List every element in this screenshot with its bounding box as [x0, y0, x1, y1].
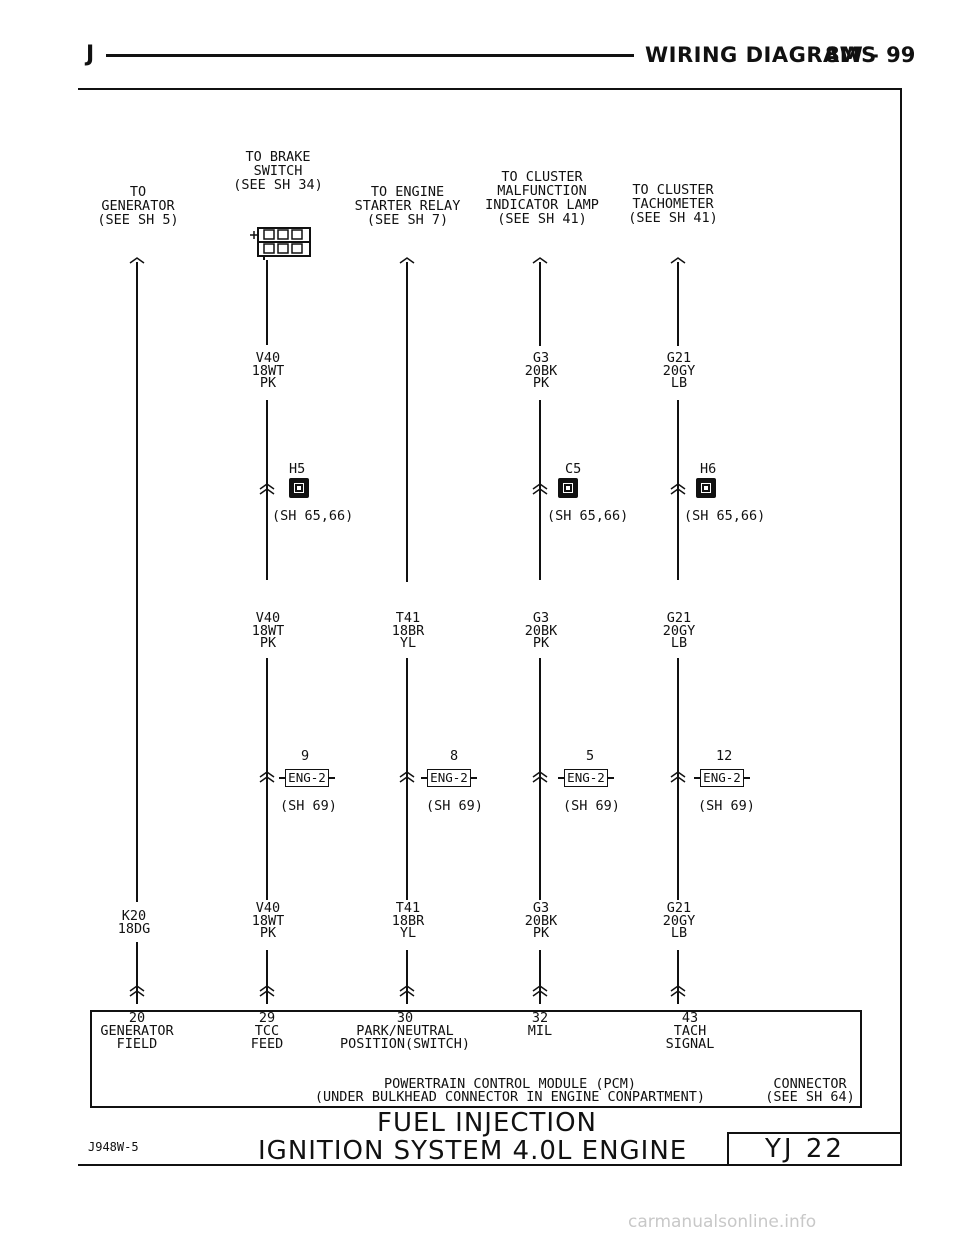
eng-connector-12-stub-right: [744, 777, 750, 779]
wire-v40-seg3: [266, 658, 268, 900]
eng-connector-9-box: ENG-2: [285, 769, 329, 787]
eng-connector-9-stub-left: [279, 777, 285, 779]
wire-v40-seg2: [266, 400, 268, 580]
splice-h5-ref: (SH 65,66): [272, 508, 354, 524]
eng-connector-12-stub-left: [694, 777, 700, 779]
eng-connector-5-chevron: [532, 771, 548, 783]
eng-connector-pin-8: 8: [450, 748, 459, 764]
pcm-pin-20-chevron: [129, 985, 145, 997]
pcm-connector-ref: CONNECTOR(SEE SH 64): [765, 1076, 855, 1105]
footer-title-line1: FUEL INJECTION: [377, 1108, 597, 1138]
eng-connector-8-stub-right: [471, 777, 477, 779]
wire-t41-seg3: [406, 950, 408, 1004]
splice-h6-id: H6: [700, 461, 717, 477]
wire-v40-seg4: [266, 950, 268, 1004]
eng-connector-5-stub-right: [608, 777, 614, 779]
wire-k20-lower: [136, 942, 138, 1004]
wire-g21-seg1: [677, 262, 679, 346]
splice-h5-id: H5: [289, 461, 306, 477]
wire-g3-seg4: [539, 950, 541, 1004]
wire-g21-seg3: [677, 658, 679, 900]
splice-c5-icon: [558, 478, 578, 498]
pcm-pin-29-chevron: [259, 985, 275, 997]
eng-connector-12-chevron: [670, 771, 686, 783]
footer-title-line2: IGNITION SYSTEM 4.0L ENGINE: [258, 1136, 688, 1166]
pcm-pin-32-chevron: [532, 985, 548, 997]
figure-id: J948W-5: [88, 1140, 139, 1154]
diagram-frame: [78, 88, 902, 1166]
watermark: carmanualsonline.info: [628, 1212, 817, 1232]
splice-h5-chevron: [259, 483, 275, 495]
identifier-box: [727, 1132, 902, 1166]
header-letter: J: [86, 42, 95, 67]
wire-t41-seg1: [406, 262, 408, 582]
bracket-generator: [129, 257, 145, 264]
wire-k20: [136, 262, 138, 902]
splice-c5-ref: (SH 65,66): [547, 508, 629, 524]
header-page-number: 8W - 99: [825, 43, 916, 67]
eng-connector-pin-5: 5: [586, 748, 595, 764]
header-title: WIRING DIAGRAMS: [645, 43, 877, 67]
splice-h5-icon: [289, 478, 309, 498]
bracket-mil: [532, 257, 548, 264]
wire-g21-seg2: [677, 400, 679, 580]
eng-connector-5-box: ENG-2: [564, 769, 608, 787]
pcm-module-box: [90, 1010, 862, 1108]
wire-g21-seg4: [677, 950, 679, 1004]
wire-g3-seg3: [539, 658, 541, 900]
eng-connector-8-chevron: [399, 771, 415, 783]
eng-connector-9-chevron: [259, 771, 275, 783]
bracket-starter-relay: [399, 257, 415, 264]
eng-connector-8-stub-left: [421, 777, 427, 779]
header-rule: [106, 54, 634, 57]
eng-connector-12-box: ENG-2: [700, 769, 744, 787]
splice-c5-id: C5: [565, 461, 582, 477]
eng-connector-8-box: ENG-2: [427, 769, 471, 787]
eng-connector-8-ref: (SH 69): [426, 798, 483, 814]
eng-connector-pin-12: 12: [716, 748, 733, 764]
identifier-text: YJ 22: [765, 1134, 845, 1164]
bracket-tach: [670, 257, 686, 264]
pcm-module-name: POWERTRAIN CONTROL MODULE (PCM)(UNDER BU…: [314, 1076, 706, 1105]
brake-switch-connector-icon: [250, 227, 311, 260]
eng-connector-5-ref: (SH 69): [563, 798, 620, 814]
wire-g3-seg1: [539, 262, 541, 346]
eng-connector-9-stub-right: [329, 777, 335, 779]
eng-connector-9-ref: (SH 69): [280, 798, 337, 814]
splice-h6-icon: [696, 478, 716, 498]
eng-connector-pin-9: 9: [301, 748, 310, 764]
eng-connector-12-ref: (SH 69): [698, 798, 755, 814]
pcm-pin-43-chevron: [670, 985, 686, 997]
wire-g3-seg2: [539, 400, 541, 580]
splice-h6-ref: (SH 65,66): [684, 508, 766, 524]
wire-v40-seg1: [266, 260, 268, 345]
splice-c5-chevron: [532, 483, 548, 495]
eng-connector-5-stub-left: [558, 777, 564, 779]
splice-h6-chevron: [670, 483, 686, 495]
pcm-pin-30-chevron: [399, 985, 415, 997]
wire-t41-seg2: [406, 658, 408, 900]
